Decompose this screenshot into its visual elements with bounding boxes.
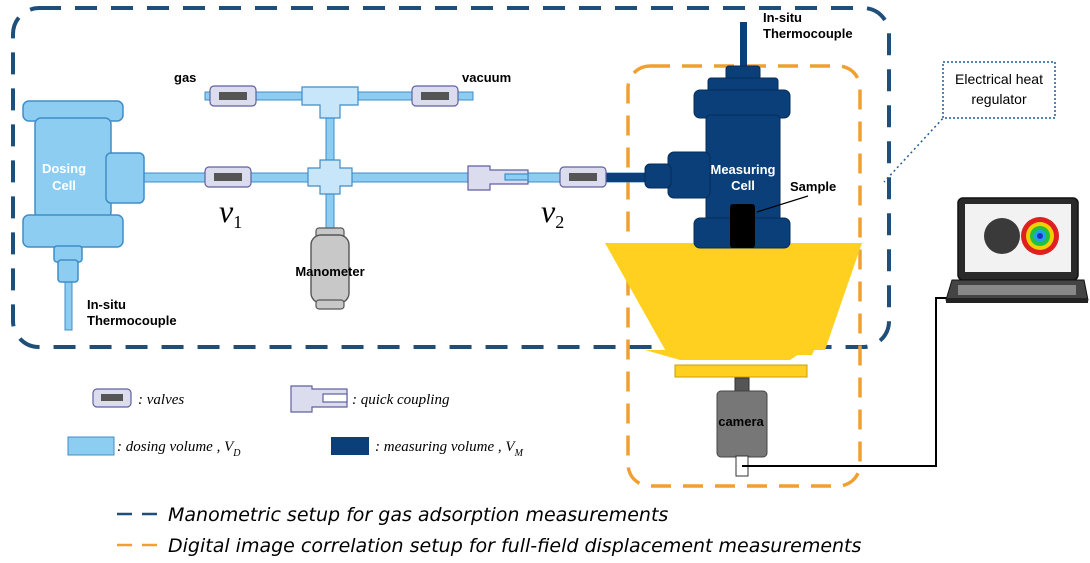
- sample: [730, 204, 755, 248]
- heat-regulator-label-1: Electrical heat: [955, 71, 1043, 87]
- quick-coupling: [467, 165, 529, 191]
- legend-measuring-swatch: [331, 437, 369, 455]
- legend-dosing-label: : dosing volume , VD: [117, 439, 241, 459]
- measuring-cell-label-2: Cell: [731, 178, 755, 193]
- legend-quick-coupling-icon: [290, 385, 348, 413]
- camera-icon: [716, 377, 768, 477]
- cross-fitting: [307, 159, 353, 195]
- pipework: [64, 91, 646, 331]
- laptop-icon: [945, 197, 1089, 303]
- measuring-cell: [644, 65, 791, 249]
- dosing-cell: [22, 100, 145, 283]
- thermocouple-top-wire: [740, 22, 747, 70]
- heat-regulator-box: [942, 61, 1056, 119]
- legend-dosing-swatch: [67, 436, 115, 456]
- legend-dic-label: Digital image correlation setup for full…: [168, 535, 862, 557]
- heat-regulator-connector: [883, 114, 947, 183]
- thermocouple-bottom-label-1: In-situ: [87, 297, 126, 312]
- vacuum-label: vacuum: [462, 70, 511, 85]
- valve-gas: [209, 85, 257, 107]
- legend-valve-icon: [92, 388, 132, 408]
- light-ring: [674, 364, 808, 378]
- manometer: [310, 227, 350, 310]
- manometer-label: Manometer: [295, 264, 364, 279]
- thermocouple-top-label-2: Thermocouple: [763, 26, 853, 41]
- t-fitting: [301, 86, 359, 119]
- legend-manometric-label: Manometric setup for gas adsorption meas…: [168, 504, 668, 526]
- thermocouple-top-label-1: In-situ: [763, 10, 802, 25]
- gas-label: gas: [174, 70, 196, 85]
- legend-valves-label: : valves: [138, 392, 184, 408]
- valve-v2: [559, 166, 607, 188]
- legend-measuring-label: : measuring volume , VM: [375, 439, 524, 459]
- heat-regulator-label-2: regulator: [971, 91, 1027, 107]
- valve-vacuum: [411, 85, 459, 107]
- sample-label: Sample: [790, 179, 836, 194]
- legend-quick-coupling-label: : quick coupling: [352, 392, 450, 408]
- measuring-volume-pipe: [598, 173, 650, 182]
- light-cone-body: [605, 243, 862, 355]
- valve-v1: [204, 166, 252, 188]
- dosing-cell-label-2: Cell: [52, 178, 76, 193]
- measuring-cell-label-1: Measuring: [710, 162, 775, 177]
- v2-label: v2: [541, 193, 564, 232]
- manometric-setup-boundary: [11, 6, 891, 349]
- v1-label: v1: [219, 193, 242, 232]
- camera-label: camera: [718, 414, 764, 429]
- dosing-cell-label-1: Dosing: [42, 161, 86, 176]
- sample-pointer: [756, 195, 809, 213]
- thermocouple-bottom-label-2: Thermocouple: [87, 313, 177, 328]
